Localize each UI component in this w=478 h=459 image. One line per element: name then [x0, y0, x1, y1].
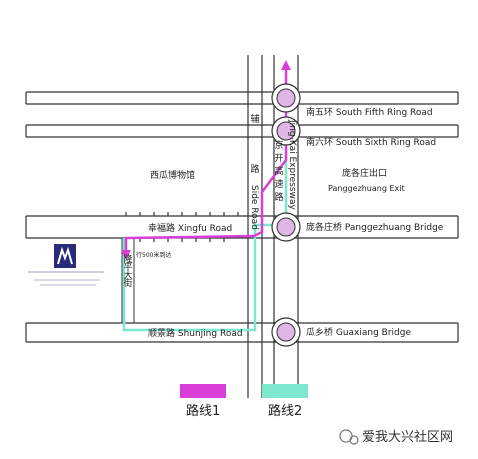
road-longping: [121, 238, 135, 323]
legend-swatch-route1: [180, 384, 226, 398]
label-shunjing: 顺景路 Shunjing Road: [148, 327, 243, 339]
label-longping-2: 平: [123, 262, 132, 273]
legend-label-route2: 路线2: [268, 403, 302, 419]
label-expressway-cn-5: 路: [274, 191, 283, 203]
label-side-road-cn-2: 路: [250, 163, 259, 175]
road-sixth-ring: [25, 124, 459, 138]
venue-logo: [28, 244, 104, 286]
label-expressway-cn-1: 京: [274, 139, 283, 151]
label-guaxiang-bridge: 瓜乡桥 Guaxiang Bridge: [306, 326, 411, 338]
label-exit-en: Panggezhuang Exit: [328, 184, 405, 193]
label-fifth-ring: 南五环 South Fifth Ring Road: [306, 106, 433, 118]
interchange-panggezhuang: [271, 212, 301, 242]
route-1-path: [124, 64, 288, 255]
interchange-fifth-ring: [271, 83, 301, 113]
label-expressway-cn-2: 开: [274, 153, 283, 164]
label-expressway-en: Jing-Kai Expressway: [287, 119, 297, 210]
label-sixth-ring: 南六环 South Sixth Ring Road: [306, 136, 436, 148]
label-side-road-en: Side Road: [249, 185, 259, 230]
watermark-text: 爱我大兴社区网: [362, 429, 453, 445]
route-1-arrow-end: [121, 250, 131, 260]
legend-swatch-route2: [262, 384, 308, 398]
legend-label-route1: 路线1: [186, 403, 220, 419]
watermark: 爱我大兴社区网: [339, 429, 453, 445]
label-museum: 西瓜博物馆: [150, 169, 195, 181]
interchange-guaxiang: [271, 317, 301, 347]
interchange-sixth-ring: [271, 116, 301, 146]
road-shunjing: [25, 322, 459, 343]
label-walk-note: 行500米到达: [136, 251, 171, 259]
label-panggezhuang-bridge: 庞各庄桥 Panggezhuang Bridge: [306, 221, 444, 233]
xingfu-dashes: [125, 212, 239, 242]
label-exit-cn: 庞各庄出口: [342, 167, 387, 179]
label-longping-3: 大: [123, 269, 132, 281]
label-longping-4: 街: [123, 277, 132, 289]
road-fifth-ring: [25, 91, 459, 105]
label-expressway-cn-4: 速: [274, 179, 283, 190]
label-side-road-cn-1: 辅: [250, 113, 259, 125]
label-xingfu: 幸福路 Xingfu Road: [148, 222, 232, 234]
road-xingfu: [25, 215, 459, 239]
label-longping-1: 隆: [123, 253, 132, 265]
route-1-arrow-start: [281, 60, 291, 70]
label-expressway-cn-3: 高: [274, 165, 283, 177]
